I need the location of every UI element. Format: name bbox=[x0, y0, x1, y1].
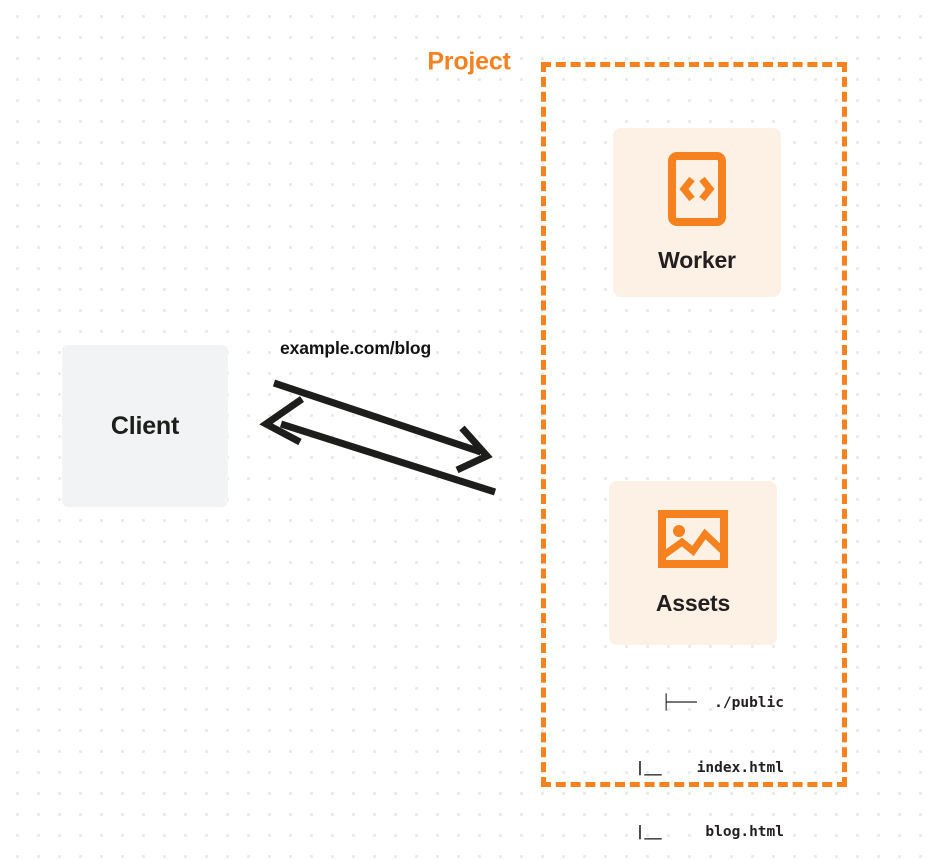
file-tree-line: |__ blog.html bbox=[609, 824, 784, 840]
project-title: Project bbox=[418, 47, 520, 77]
assets-file-tree: ├─── ./public |__ index.html |__ blog.ht… bbox=[588, 650, 784, 860]
response-arrow bbox=[259, 396, 497, 496]
project-container bbox=[541, 62, 847, 787]
request-arrow bbox=[272, 379, 493, 474]
image-icon bbox=[658, 509, 728, 574]
assets-card[interactable]: Assets bbox=[609, 481, 777, 645]
worker-card-label: Worker bbox=[658, 246, 736, 273]
file-tree-line: ├─── ./public bbox=[661, 695, 784, 711]
assets-card-label: Assets bbox=[655, 590, 731, 616]
file-tree-line: |__ index.html bbox=[609, 759, 784, 776]
connection-label: example.com/blog bbox=[280, 338, 432, 358]
client-node[interactable]: Client bbox=[62, 345, 228, 507]
worker-card[interactable]: Worker bbox=[613, 128, 781, 297]
client-label: Client bbox=[110, 411, 180, 440]
code-file-icon bbox=[668, 151, 726, 231]
